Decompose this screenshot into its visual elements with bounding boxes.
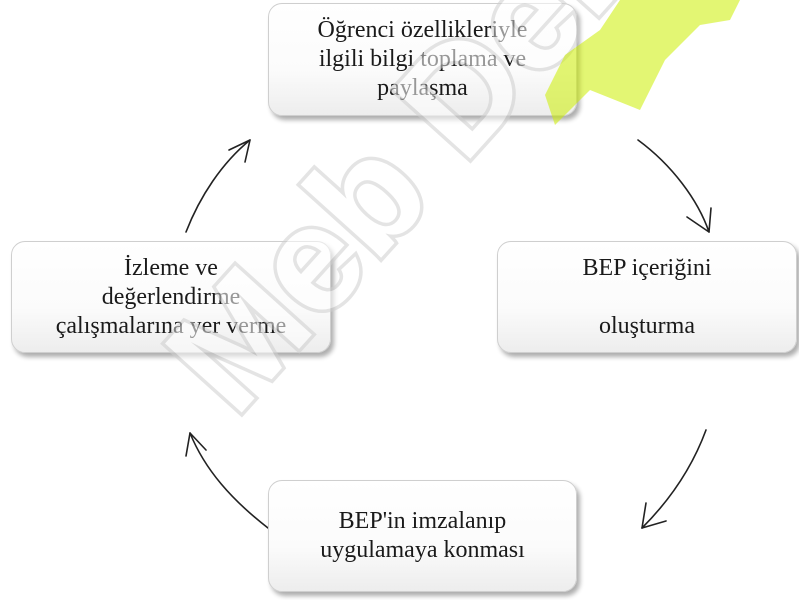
- step-box-left: İzleme ve değerlendirme çalışmalarına ye…: [11, 241, 331, 353]
- step-text-top: Öğrenci özellikleriyle ilgili bilgi topl…: [317, 17, 528, 101]
- arrow-right-to-bottom: [641, 429, 707, 529]
- arrow-left-to-top: [185, 139, 251, 233]
- step-box-bottom: BEP'in imzalanıp uygulamaya konması: [268, 480, 577, 592]
- arrow-bottom-to-left: [185, 432, 269, 529]
- step-box-right: BEP içeriğini oluşturma: [497, 241, 797, 353]
- step-box-top: Öğrenci özellikleriyle ilgili bilgi topl…: [268, 3, 577, 116]
- step-text-left: İzleme ve değerlendirme çalışmalarına ye…: [55, 254, 287, 339]
- step-text-right: BEP içeriğini oluşturma: [582, 254, 712, 339]
- step-text-bottom: BEP'in imzalanıp uygulamaya konması: [320, 508, 525, 563]
- arrow-top-to-right: [637, 139, 712, 233]
